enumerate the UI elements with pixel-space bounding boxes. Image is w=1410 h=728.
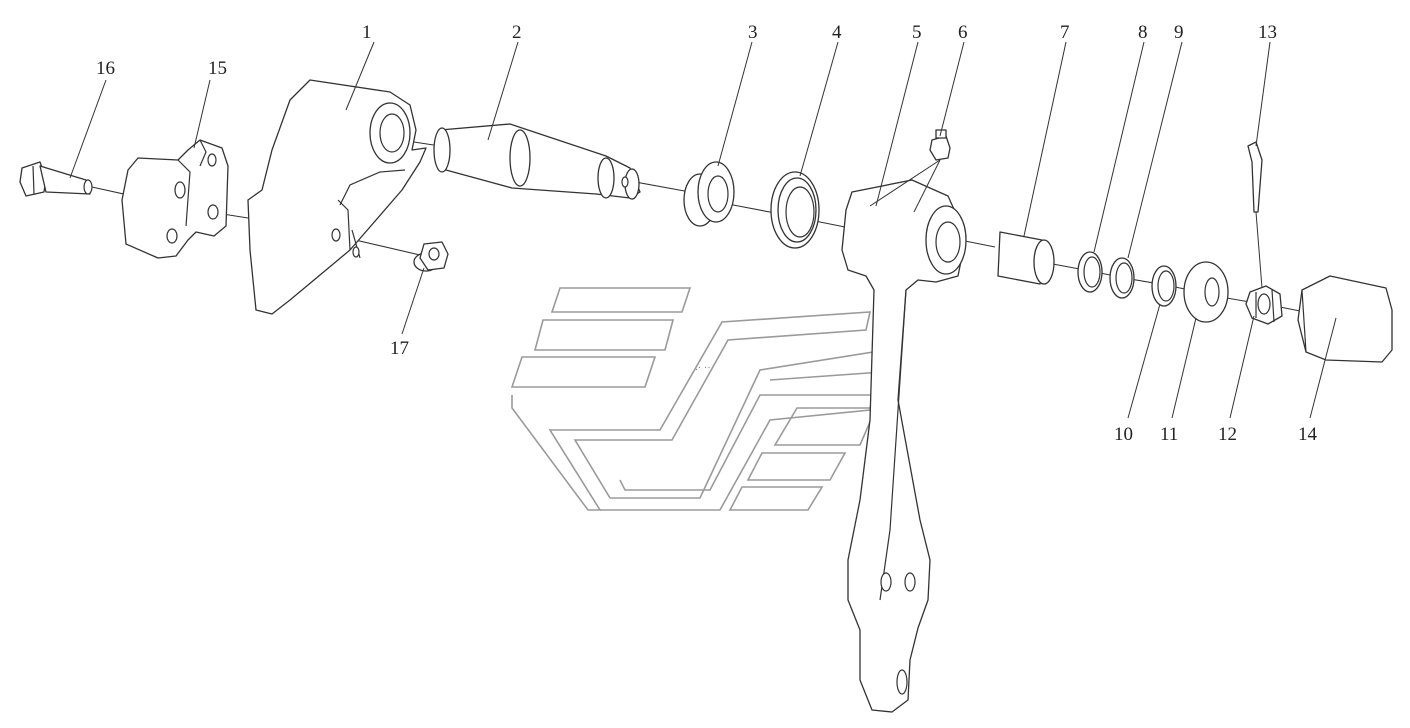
watermark-logo: .· ·· (510, 287, 887, 511)
callout-11: 11 (1160, 424, 1178, 445)
callout-10: 10 (1114, 424, 1133, 445)
callout-13: 13 (1258, 22, 1277, 43)
dust-cap-part-14 (1297, 275, 1393, 363)
lever-arm-part-5 (841, 179, 967, 713)
callout-labels: 1 2 3 4 5 6 7 8 9 10 11 12 13 14 15 16 1… (96, 22, 1318, 445)
callout-7: 7 (1060, 22, 1070, 43)
snap-ring-part-10 (1151, 265, 1177, 307)
callout-14: 14 (1298, 424, 1318, 445)
main-bracket-part-1 (247, 79, 427, 315)
callout-6: 6 (958, 22, 968, 43)
clamp-bracket-part-15 (121, 139, 229, 259)
washer-part-11 (1183, 261, 1229, 323)
o-ring-part-8 (1077, 251, 1103, 293)
shaft-part-2 (433, 123, 641, 200)
callout-12: 12 (1218, 424, 1237, 445)
callout-16: 16 (96, 58, 115, 79)
callout-9: 9 (1174, 22, 1184, 43)
bolt-part-16 (19, 161, 93, 197)
callout-15: 15 (208, 58, 227, 79)
o-ring-part-9 (1109, 257, 1135, 299)
sleeve-part-7 (997, 231, 1055, 285)
callout-2: 2 (512, 22, 522, 43)
castle-nut-part-12 (1245, 285, 1283, 325)
callout-leader-lines (69, 41, 1337, 419)
seal-ring-part-4 (770, 171, 820, 249)
callout-4: 4 (832, 22, 842, 43)
cotter-pin-part-13 (1247, 141, 1263, 289)
callout-1: 1 (362, 22, 372, 43)
callout-17: 17 (390, 338, 409, 359)
flange-nut-part-17 (413, 241, 449, 272)
callout-3: 3 (748, 22, 758, 43)
bushing-part-3 (683, 161, 735, 227)
callout-5: 5 (912, 22, 922, 43)
callout-8: 8 (1138, 22, 1148, 43)
svg-text:.· ··: .· ·· (695, 362, 711, 373)
